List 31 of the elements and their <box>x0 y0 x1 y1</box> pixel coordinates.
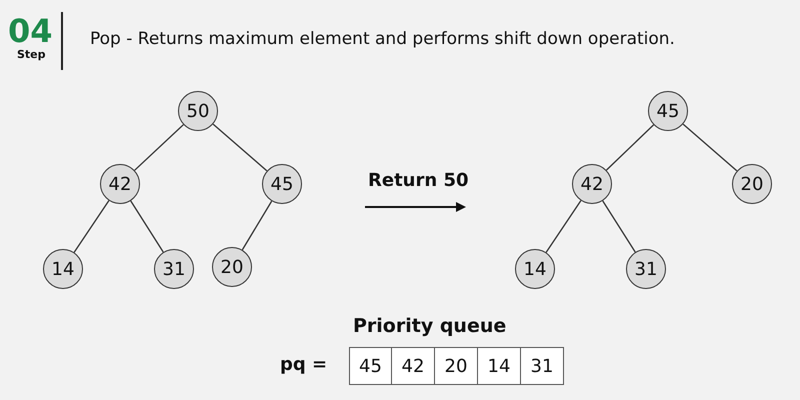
tree-edge <box>602 200 636 252</box>
tree-node: 45 <box>648 91 688 131</box>
tree-node: 45 <box>262 164 302 204</box>
queue-heading: Priority queue <box>353 315 506 337</box>
queue-cell: 31 <box>521 347 564 385</box>
queue-cell: 45 <box>349 347 392 385</box>
tree-edge <box>242 200 272 250</box>
step-number: 04 <box>8 12 53 50</box>
action-label: Return 50 <box>368 170 468 191</box>
tree-edge <box>682 124 738 172</box>
tree-node: 20 <box>732 164 772 204</box>
queue-cell: 20 <box>435 347 478 385</box>
tree-node: 14 <box>515 249 555 289</box>
queue-cell: 14 <box>478 347 521 385</box>
step-label: Step <box>17 48 46 61</box>
tree-node: 42 <box>572 164 612 204</box>
tree-edge <box>130 200 164 252</box>
tree-node: 31 <box>626 249 666 289</box>
tree-edge <box>606 124 654 171</box>
queue-cell: 42 <box>392 347 435 385</box>
tree-edge <box>74 200 110 253</box>
tree-edge <box>546 200 582 253</box>
tree-node: 31 <box>154 249 194 289</box>
tree-node: 50 <box>178 91 218 131</box>
tree-node: 14 <box>43 249 83 289</box>
tree-edge <box>212 124 268 172</box>
tree-node: 20 <box>212 247 252 287</box>
tree-edge <box>134 124 184 171</box>
tree-node: 42 <box>100 164 140 204</box>
title: Pop - Returns maximum element and performs shift down operation. <box>90 29 675 49</box>
variable-label: pq = <box>280 354 328 375</box>
